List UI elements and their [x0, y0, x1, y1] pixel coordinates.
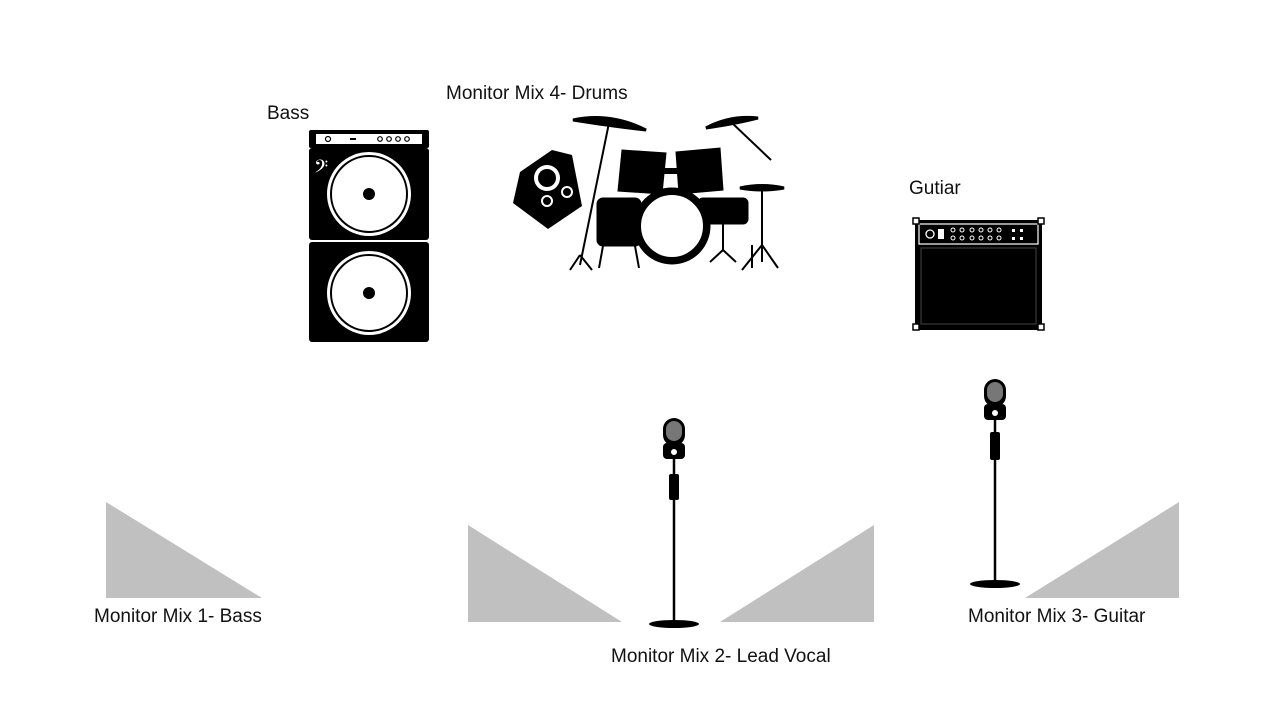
svg-text:𝄢: 𝄢: [314, 157, 328, 182]
monitor-mix-2-label: Monitor Mix 2- Lead Vocal: [611, 646, 831, 667]
guitar-label: Gutiar: [909, 178, 961, 199]
monitor-wedge-icon: [106, 502, 262, 598]
monitor-wedge-icon: [468, 525, 622, 622]
floor-monitor-icon: [513, 150, 582, 229]
bass-cabinet-icon: 𝄢: [309, 130, 429, 342]
microphone-stand-icon: [970, 379, 1020, 588]
monitor-mix-3-label: Monitor Mix 3- Guitar: [968, 606, 1146, 627]
microphone-stand-icon: [649, 418, 699, 628]
monitor-wedge-icon: [720, 525, 874, 622]
guitar-amp-icon: [912, 217, 1045, 331]
monitor-mix-1-label: Monitor Mix 1- Bass: [94, 606, 262, 627]
drum-kit-icon: [569, 116, 785, 271]
bass-label: Bass: [267, 103, 310, 124]
drums-monitor-label: Monitor Mix 4- Drums: [446, 83, 628, 104]
monitor-wedge-icon: [1025, 502, 1179, 598]
